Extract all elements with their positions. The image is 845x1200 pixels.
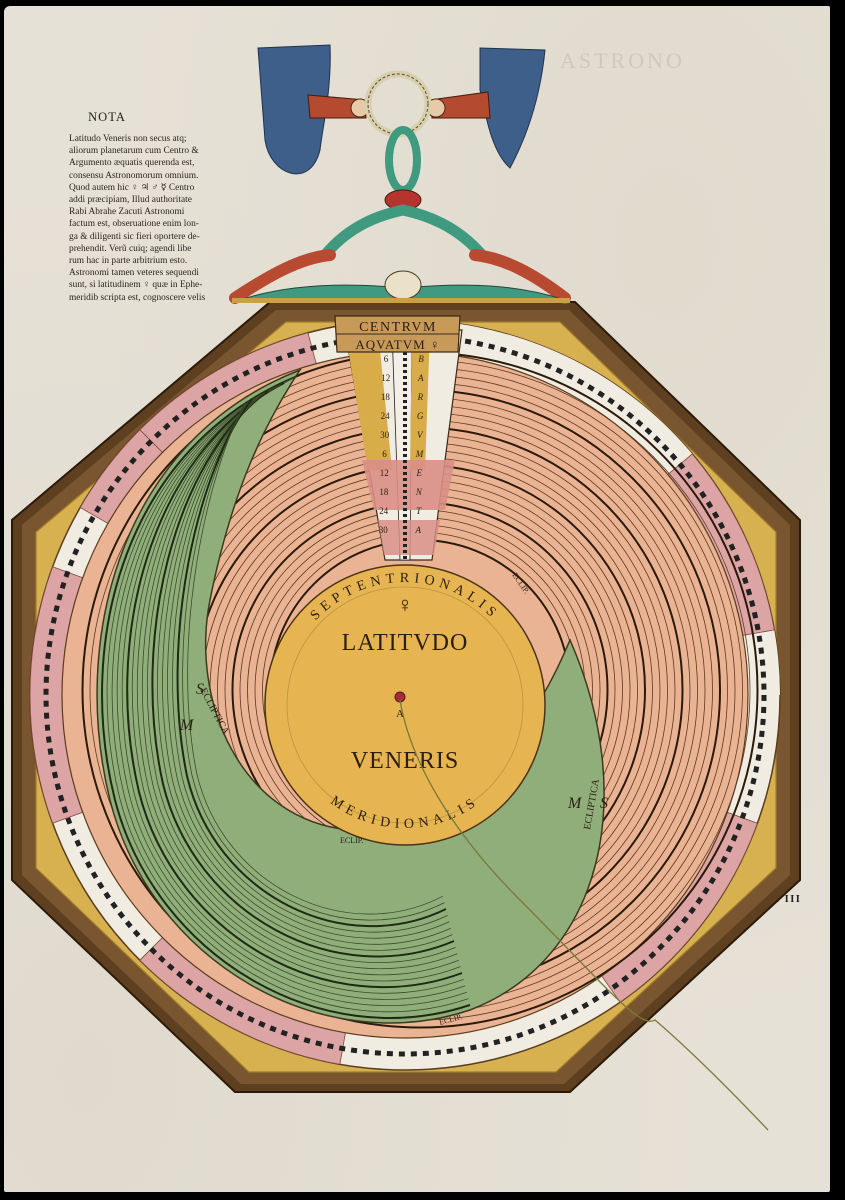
column-number: 18 xyxy=(381,392,391,402)
header-centrum: CENTRVM xyxy=(359,320,437,335)
nota-line: Rabi Abrahe Zacuti Astronomi xyxy=(69,207,185,218)
green-latitude-line xyxy=(101,374,471,1019)
nota-line: Quod autem hic ♀ ♃ ♂ ☿ Centro xyxy=(69,182,195,193)
nota-text: Latitudo Veneris non secus atq; aliorum p… xyxy=(69,133,221,304)
zone-marker-s-left: S xyxy=(196,681,204,698)
nota-line: Latitudo Veneris non secus atq; xyxy=(69,134,187,144)
nota-line: consensu Astronomorum omnium. xyxy=(69,170,199,181)
green-latitude-line xyxy=(131,384,461,982)
green-latitude-line xyxy=(187,402,443,915)
column-letter: B xyxy=(418,354,424,364)
column-number: 6 xyxy=(382,449,387,459)
green-latitude-line xyxy=(167,395,450,939)
green-latitude-line xyxy=(172,397,448,933)
column-letter: T xyxy=(416,506,422,516)
column-number: 24 xyxy=(381,411,391,421)
column-number: 18 xyxy=(379,487,389,497)
column-letter: M xyxy=(415,449,424,459)
eclip-label-bottom: ECLIP. xyxy=(340,836,363,845)
green-latitude-line xyxy=(111,377,467,1006)
green-latitude-line xyxy=(162,393,451,945)
column-letter: A xyxy=(417,373,424,383)
nota-line: sunt, si latitudinem ♀ quæ in Ephe- xyxy=(69,280,203,291)
column-letter: E xyxy=(415,468,422,478)
folio-signature: E III xyxy=(772,894,802,905)
column-letter: V xyxy=(417,430,424,440)
column-number: 12 xyxy=(380,468,389,478)
nota-line: Argumento æquatis querenda est, xyxy=(69,158,195,169)
green-latitude-line xyxy=(121,381,464,994)
zone-marker-m-left: M xyxy=(179,717,195,734)
column-letter: A xyxy=(415,525,422,535)
nota-heading: NOTA xyxy=(88,110,126,124)
nota-line: Astronomi tamen veteres sequendi xyxy=(69,268,199,279)
pointer-thread[interactable] xyxy=(399,699,769,1131)
centrum-aequatum-header: CENTRVM AQVATVM ♀ xyxy=(334,315,461,353)
green-latitude-line xyxy=(176,398,447,928)
green-latitude-line xyxy=(146,389,456,963)
nota-line: prehendit. Verũ cuiq; agendi libe xyxy=(69,243,192,254)
green-latitude-line xyxy=(116,379,466,1000)
column-letter: G xyxy=(417,411,424,421)
zone-marker-s-right: S xyxy=(600,795,608,812)
venus-symbol: ♀ xyxy=(397,592,414,617)
green-latitude-line xyxy=(151,390,455,958)
zone-marker-m-right: M xyxy=(567,795,583,812)
nota-line: factum est, obseruatione enim lon- xyxy=(69,219,199,230)
nota-line: rum hac in parte arbitrium esto. xyxy=(69,256,188,267)
nota-line: meridib scripta est, cognoscere velis xyxy=(69,292,206,303)
green-latitude-line xyxy=(136,385,459,976)
column-number: 6 xyxy=(384,354,389,364)
green-latitude-line xyxy=(141,387,458,970)
green-latitude-line xyxy=(157,392,453,951)
central-disk: SEPTENTRIONALIS MERIDIONALIS ♀ LATITVDO … xyxy=(264,564,546,846)
header-aequatum: AQVATVM ♀ xyxy=(355,337,440,352)
green-latitude-line xyxy=(126,382,463,989)
column-number: 12 xyxy=(381,373,390,383)
green-latitude-line xyxy=(182,400,445,921)
title-latitudo: LATITVDO xyxy=(342,630,469,656)
column-number: 24 xyxy=(379,506,389,516)
column-letter: N xyxy=(415,487,423,497)
column-number: 30 xyxy=(380,430,390,440)
bleed-through-text: ASTRONO xyxy=(560,48,685,73)
nota-line: aliorum planetarum cum Centro & xyxy=(69,146,199,157)
column-number: 30 xyxy=(379,525,389,535)
nota-line: addi præcipiam, Illud authoritate xyxy=(69,195,192,206)
green-latitude-line xyxy=(106,376,469,1013)
title-veneris: VENERIS xyxy=(351,748,459,774)
column-letter: R xyxy=(417,392,424,402)
hands-ring-ornament xyxy=(229,44,571,304)
green-ecliptic-crescent xyxy=(96,368,605,1024)
nota-line: ga & diligenti sic fieri oportere de- xyxy=(69,231,200,242)
pivot-label: A xyxy=(396,708,404,720)
